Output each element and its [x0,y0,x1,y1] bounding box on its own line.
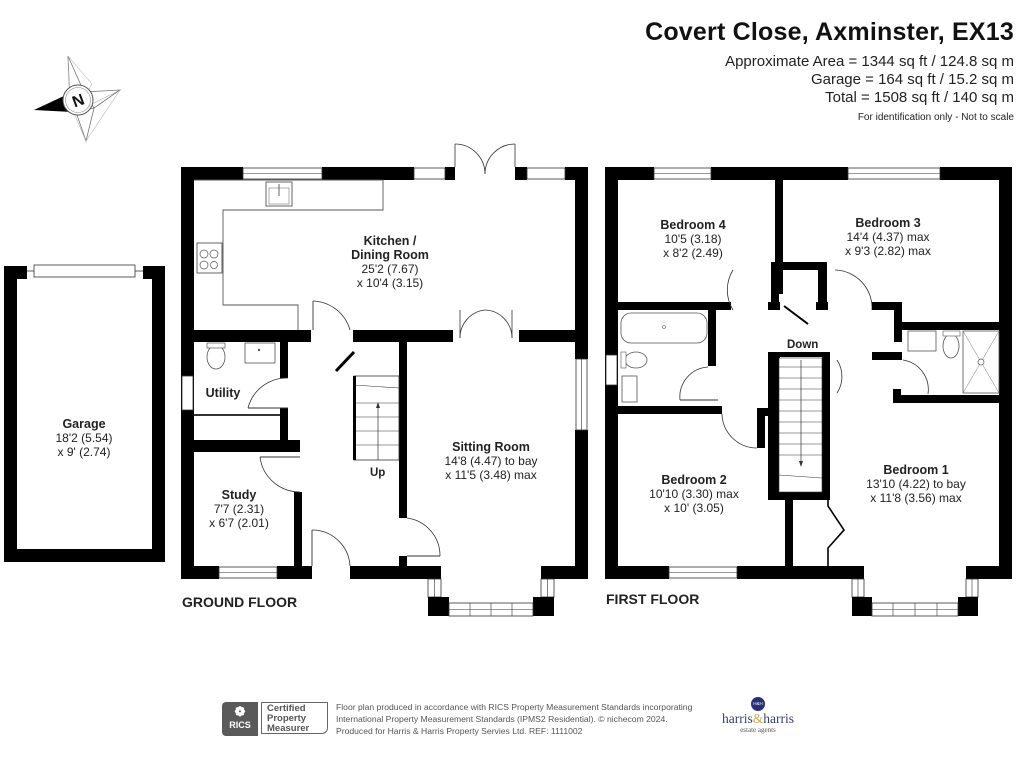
ground-floor-label: GROUND FLOOR [182,594,298,610]
rics-lion-icon: ❁ [234,704,246,719]
first-floor-walls [605,167,1012,617]
ground-floor-walls [181,143,588,617]
garage-walls [4,264,165,562]
rics-logo: ❁ RICS [222,702,258,736]
svg-text:N: N [70,91,87,111]
certified-measurer-text: Certified Property Measurer [261,702,328,734]
utility-fixtures [206,342,276,370]
room-bedroom-1: Bedroom 1 13'10 (4.22) to bay x 11'8 (3.… [866,463,966,505]
compass-north-icon: N [34,55,122,143]
room-utility: Utility [205,386,241,400]
stairs-up-label: Up [370,467,386,479]
footer-disclaimer: Floor plan produced in accordance with R… [336,702,693,736]
room-garage: Garage 18'2 (5.54) x 9' (2.74) [55,417,113,459]
area-summary: Approximate Area = 1344 sq ft / 124.8 sq… [645,53,1014,107]
room-study: Study 7'7 (2.31) x 6'7 (2.01) [209,488,269,530]
room-bedroom-4: Bedroom 4 10'5 (3.18) x 8'2 (2.49) [660,218,726,260]
garage-area: Garage = 164 sq ft / 15.2 sq m [810,71,1014,88]
room-sitting-room: Sitting Room 14'8 (4.47) to bay x 11'5 (… [444,440,538,482]
rics-certified-badge: ❁ RICS Certified Property Measurer [222,702,330,736]
kitchen-fixtures [194,179,384,330]
bathroom-fixtures [620,312,708,403]
agent-logo: H&H harris&harris estate agents [718,697,798,734]
property-header: Covert Close, Axminster, EX13 Approximat… [645,18,1014,123]
stairs-down-label: Down [787,339,819,351]
first-floor-label: FIRST FLOOR [606,591,700,607]
agent-monogram-icon: H&H [751,697,765,711]
room-bedroom-2: Bedroom 2 10'10 (3.30) max x 10' (3.05) [649,473,739,515]
property-title: Covert Close, Axminster, EX13 [645,18,1014,46]
scale-disclaimer: For identification only - Not to scale [857,112,1014,123]
total-area: Total = 1508 sq ft / 140 sq m [825,89,1014,106]
ensuite-fixtures [907,330,1000,394]
approximate-area: Approximate Area = 1344 sq ft / 124.8 sq… [725,53,1014,70]
agent-tagline: estate agents [740,726,776,734]
room-bedroom-3: Bedroom 3 14'4 (4.37) max x 9'3 (2.82) m… [845,216,931,258]
agent-name: harris&harris [721,711,794,726]
room-kitchen-dining: Kitchen / Dining Room 25'2 (7.67) x 10'4… [351,234,429,290]
